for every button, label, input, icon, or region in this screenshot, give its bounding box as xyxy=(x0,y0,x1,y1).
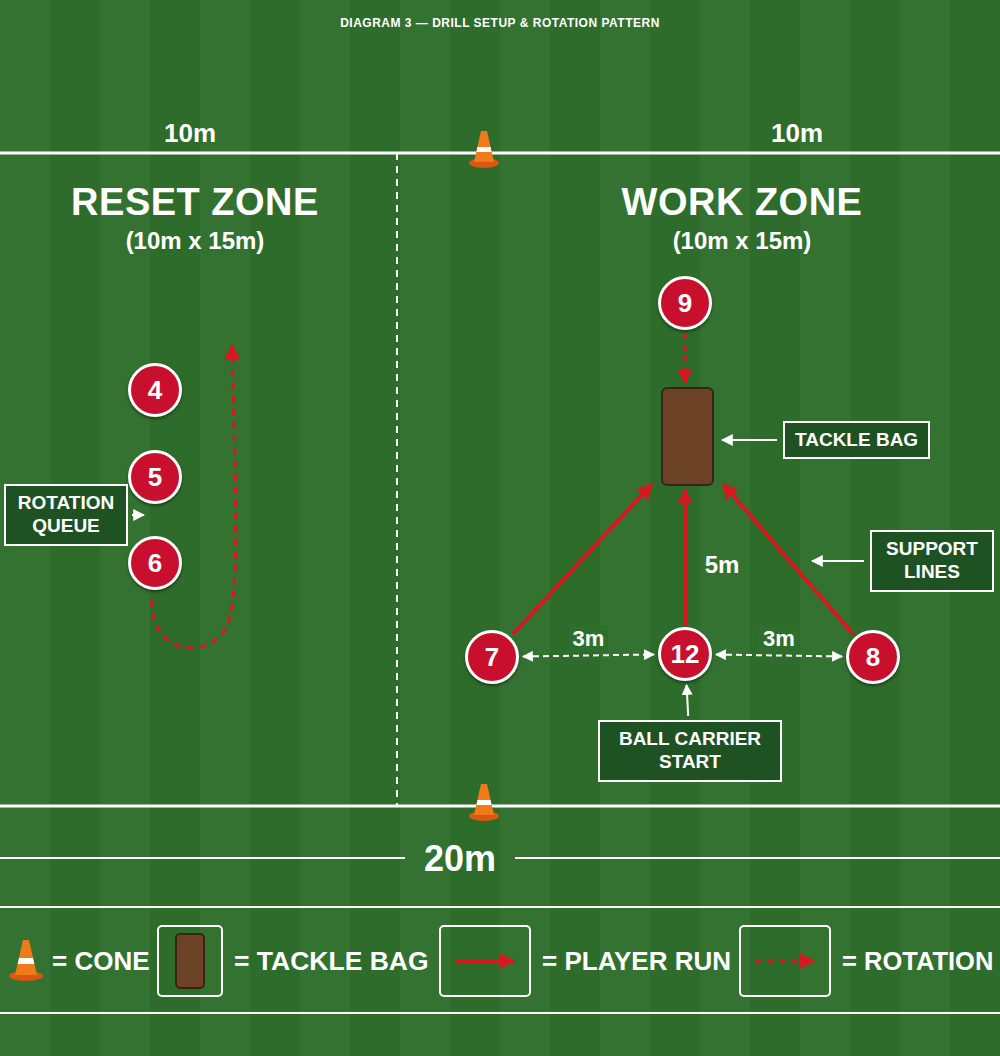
dimension-line xyxy=(515,857,1000,859)
touch-line xyxy=(0,152,1000,155)
touch-line xyxy=(0,805,1000,808)
dimension-label: 3m xyxy=(759,626,799,652)
player-number: 7 xyxy=(485,644,499,670)
legend-icon-frame xyxy=(158,926,222,996)
cone-stripe xyxy=(18,958,35,964)
legend-run-icon xyxy=(455,959,514,963)
player-circle: 12 xyxy=(658,627,712,681)
player-run xyxy=(723,484,853,634)
player-circle: 9 xyxy=(658,276,712,330)
player-number: 5 xyxy=(148,464,162,490)
callout-text: TACKLE BAG xyxy=(795,429,918,452)
diagram-title: DIAGRAM 3 — DRILL SETUP & ROTATION PATTE… xyxy=(0,16,1000,30)
rotation-run xyxy=(684,334,687,383)
dimension-label: 10m xyxy=(164,118,216,149)
leader-lines xyxy=(132,440,864,561)
player-number: 9 xyxy=(678,290,692,316)
work-zone: WORK ZONE(10m x 15m) 9TACKLE BAG SUPPORT L… xyxy=(397,153,1000,806)
player-number: 4 xyxy=(148,377,162,403)
zone-heading: WORK ZONE(10m x 15m) xyxy=(492,181,992,256)
legend-icon-frame xyxy=(440,926,530,996)
dimension-line xyxy=(0,857,405,859)
cone xyxy=(469,784,499,821)
legend-text: = ROTATION xyxy=(842,947,993,976)
player-circle: 5 xyxy=(128,450,182,504)
player-number: 12 xyxy=(671,641,700,667)
zone-divider xyxy=(396,153,398,806)
callout-text: ROTATION QUEUE xyxy=(16,492,116,538)
legend-cone-icon xyxy=(9,940,43,981)
dimension-arrow xyxy=(523,654,654,656)
zone-size: (10m x 15m) xyxy=(492,225,992,256)
tackle-bag xyxy=(662,388,713,485)
player-run xyxy=(683,490,687,625)
legend-text: = PLAYER RUN xyxy=(542,946,731,977)
leader-line xyxy=(132,514,144,516)
callout-box: ROTATION QUEUE xyxy=(4,484,128,546)
cone-body xyxy=(474,131,494,162)
cone-stripe xyxy=(476,800,491,805)
callout-text: SUPPORT LINES xyxy=(882,538,982,584)
callout-box: TACKLE BAG xyxy=(783,421,930,460)
zone-title: WORK ZONE xyxy=(492,181,992,225)
player-circle: 7 xyxy=(465,630,519,684)
legend-text: = TACKLE BAG xyxy=(234,946,429,977)
pointer-arrow xyxy=(687,685,689,716)
dimension-label: 5m xyxy=(705,551,740,579)
leader-line xyxy=(812,560,864,562)
cone-stripe xyxy=(476,147,491,152)
player-circle: 6 xyxy=(128,536,182,590)
zone-size: (10m x 15m) xyxy=(0,225,445,256)
legend-icon-frame xyxy=(740,926,830,996)
dimension-label: 20m xyxy=(424,838,496,880)
player-run xyxy=(513,484,652,634)
dimension-label: 3m xyxy=(569,626,609,652)
callout-box: SUPPORT LINES xyxy=(870,530,994,592)
legend-rotation-icon xyxy=(755,960,814,963)
dimension-label: 10m xyxy=(771,118,823,149)
cone-body xyxy=(474,784,494,815)
zone-title: RESET ZONE xyxy=(0,181,445,225)
zone-heading: RESET ZONE(10m x 15m) xyxy=(0,181,445,256)
player-circle: 4 xyxy=(128,363,182,417)
cone-body xyxy=(15,940,37,975)
cone xyxy=(469,131,499,168)
dimension-arrow xyxy=(716,654,842,656)
player-number: 6 xyxy=(148,550,162,576)
legend-border xyxy=(0,906,1000,908)
callout-box: BALL CARRIER START xyxy=(598,720,782,782)
leader-line xyxy=(722,439,777,441)
legend-border xyxy=(0,1012,1000,1014)
legend-text: = CONE xyxy=(52,946,150,977)
callout-text: BALL CARRIER START xyxy=(610,728,770,774)
player-number: 8 xyxy=(866,644,880,670)
reset-zone: RESET ZONE(10m x 15m)45ROTATION QUEUE6 xyxy=(0,153,397,806)
legend-bag-icon xyxy=(176,934,204,988)
player-circle: 8 xyxy=(846,630,900,684)
